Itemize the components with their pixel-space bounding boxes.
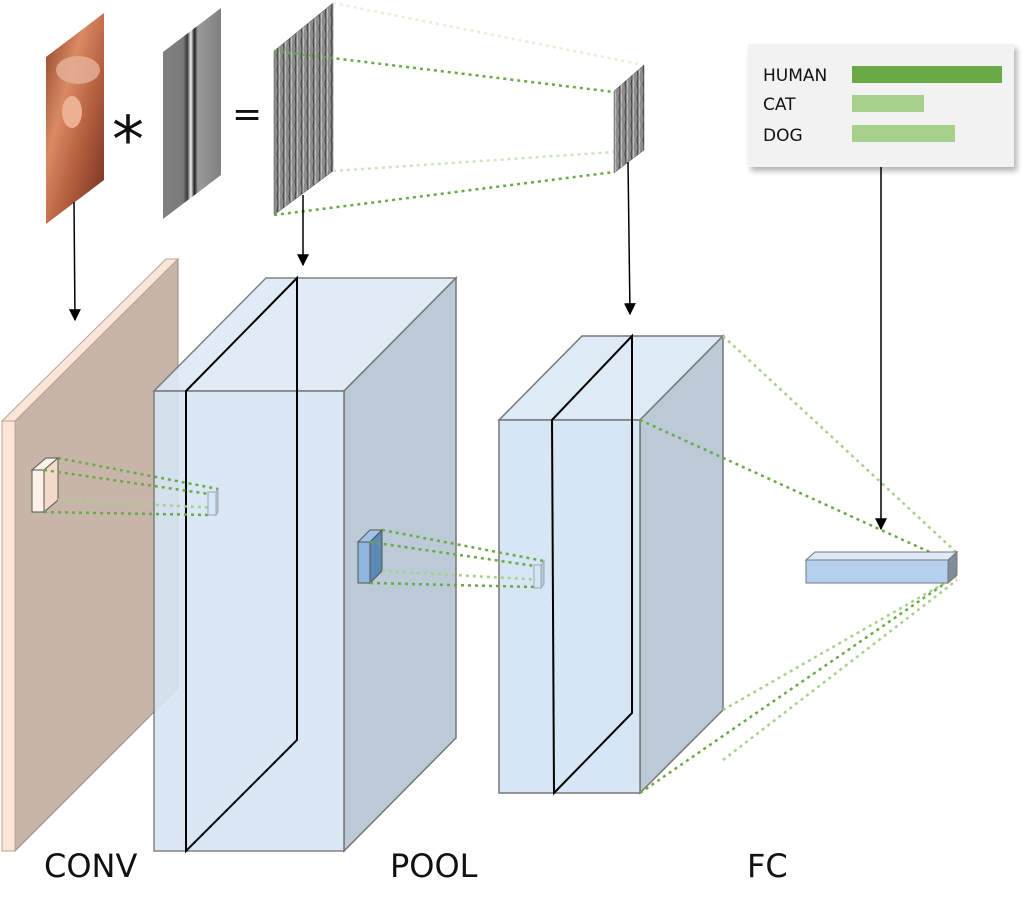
conv-to-pool-connections bbox=[43, 456, 219, 517]
second-slice-frame bbox=[550, 333, 633, 796]
class-label-dog: DOG bbox=[763, 126, 803, 146]
conn-j bbox=[639, 418, 948, 562]
second-to-fc-connections bbox=[639, 335, 958, 795]
conn-l bbox=[639, 580, 948, 795]
second-target-cell bbox=[533, 559, 545, 590]
fc-vector-front bbox=[805, 559, 949, 584]
fc-vector-top bbox=[804, 551, 959, 561]
class-bar-human bbox=[852, 66, 1002, 83]
proj-line-top-front bbox=[273, 49, 615, 94]
second-target-cell-side bbox=[540, 559, 545, 590]
feature-to-pooled-projection bbox=[273, 1, 645, 217]
arrow-pooled-to-second bbox=[623, 161, 636, 316]
proj-line-bottom-front bbox=[273, 170, 615, 217]
class-label-cat: CAT bbox=[763, 95, 796, 115]
pool-to-second-connections bbox=[369, 528, 545, 589]
proj-line-bottom-back bbox=[332, 148, 645, 173]
class-label-human: HUMAN bbox=[763, 66, 827, 86]
pool-target-cell-side bbox=[215, 487, 219, 517]
pooled-map-icon bbox=[613, 64, 645, 174]
class-bar-dog bbox=[852, 125, 955, 142]
conn-g bbox=[381, 569, 545, 582]
fc-vector bbox=[804, 550, 959, 585]
input-image bbox=[46, 13, 104, 224]
classification-panel: HUMAN CAT DOG bbox=[748, 44, 1014, 167]
conv-layer-side-edge bbox=[1, 420, 16, 852]
conn-c bbox=[57, 498, 219, 510]
label-conv: CONV bbox=[44, 847, 137, 885]
pool-slice-frame bbox=[185, 275, 298, 854]
pool-target-cell bbox=[207, 487, 219, 517]
feature-map-icon bbox=[273, 2, 334, 216]
class-bar-cat bbox=[852, 95, 924, 112]
pool-kernel-cube bbox=[356, 528, 384, 585]
pool-target-cell-front bbox=[207, 491, 217, 516]
label-pool: POOL bbox=[390, 847, 478, 885]
conn-i bbox=[722, 335, 958, 554]
pool-block-front-face bbox=[153, 390, 345, 852]
convolve-operator: * bbox=[112, 104, 144, 178]
label-fc: FC bbox=[747, 847, 788, 885]
proj-line-top-back bbox=[332, 1, 645, 67]
second-block-front-face bbox=[498, 419, 641, 794]
photo-face bbox=[62, 96, 82, 128]
conn-a bbox=[57, 456, 219, 491]
conv-layer bbox=[0, 257, 180, 853]
second-block bbox=[497, 333, 725, 796]
pool-kernel-cube-front bbox=[357, 541, 371, 584]
conv-kernel-cube-front bbox=[31, 469, 45, 513]
photo-hat bbox=[56, 56, 100, 84]
pool-block bbox=[152, 275, 458, 854]
second-target-cell-front bbox=[533, 564, 542, 589]
equals-operator: = bbox=[232, 94, 262, 135]
conn-m bbox=[722, 579, 958, 761]
conn-k bbox=[722, 574, 958, 712]
gabor-filter-icon bbox=[163, 8, 221, 219]
arrows bbox=[68, 161, 887, 531]
arrow-image-to-conv bbox=[68, 201, 81, 322]
